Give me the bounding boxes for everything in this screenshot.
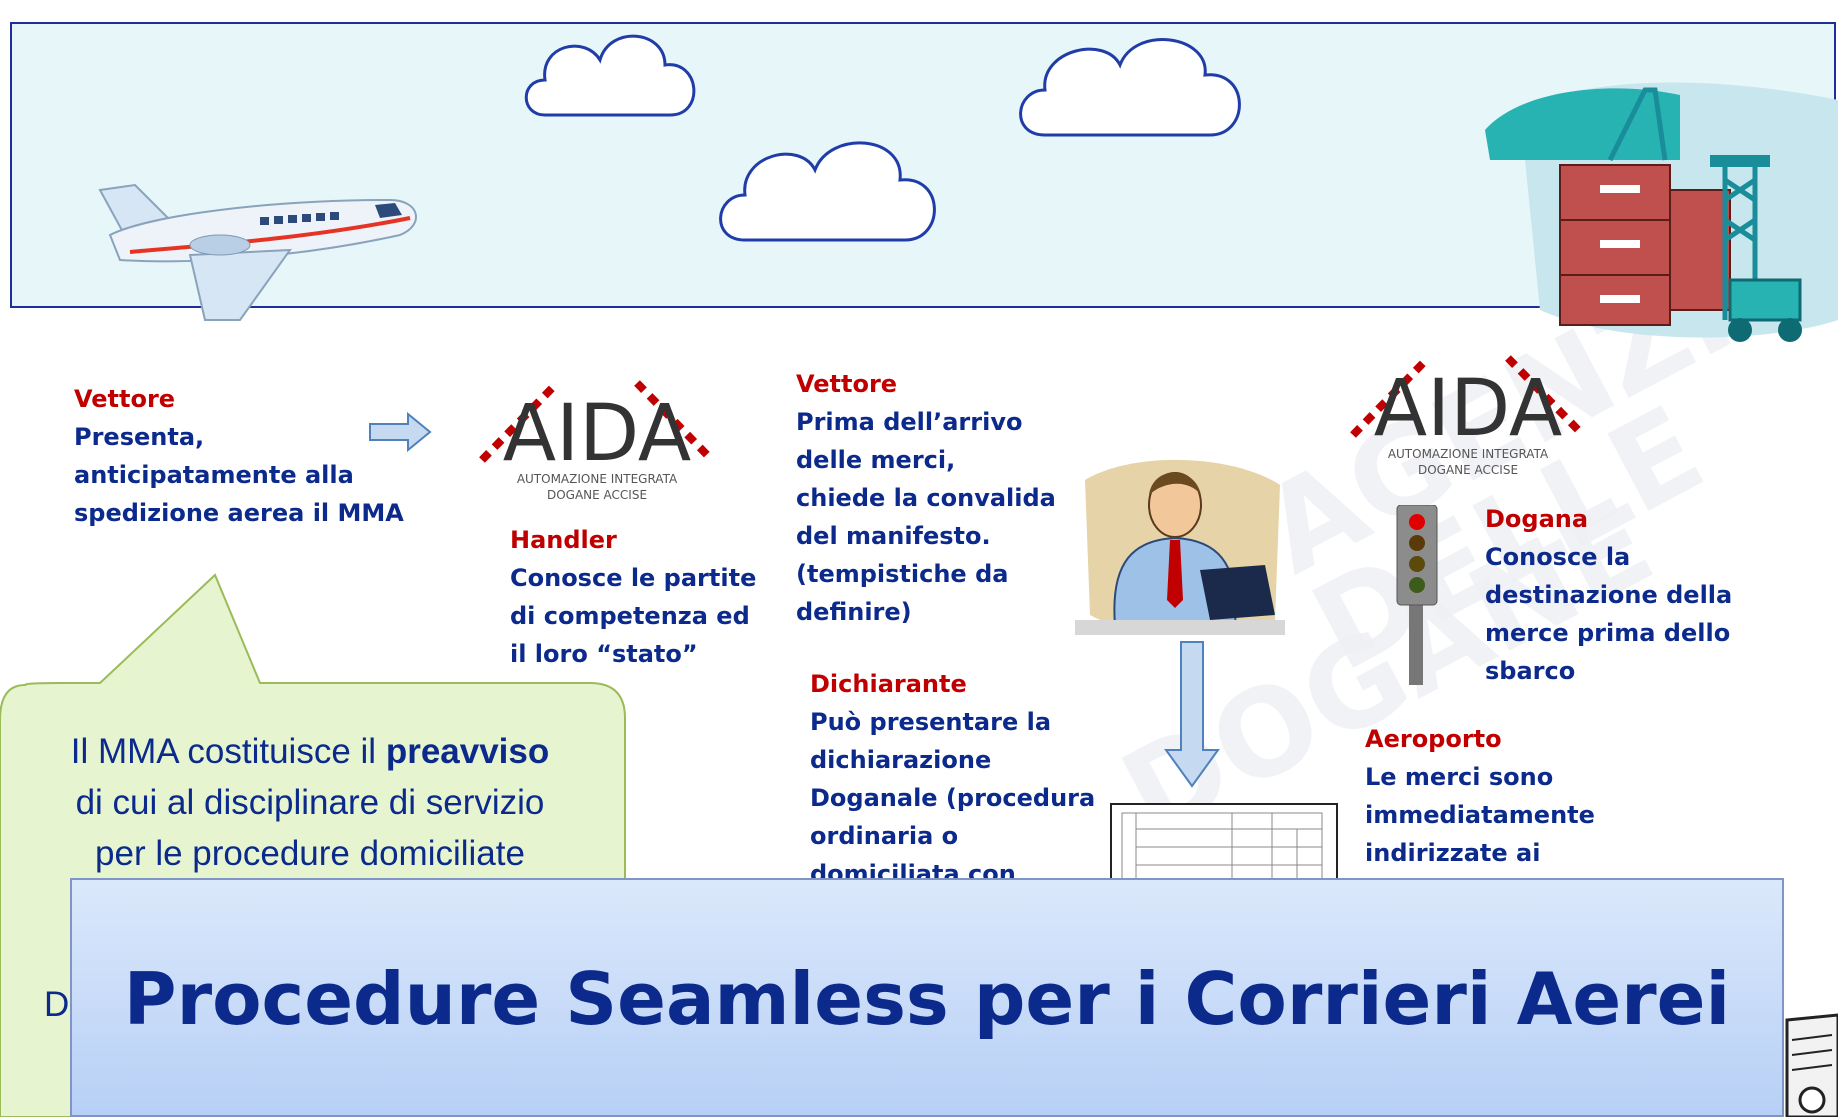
step5-line: Conosce la — [1485, 543, 1631, 571]
step5-line: sbarco — [1485, 657, 1576, 685]
cloud-icon — [524, 34, 696, 117]
step3-line: chiede la convalida — [796, 484, 1056, 512]
step6-line: Le merci sono — [1365, 763, 1554, 791]
step3-line: definire) — [796, 598, 912, 626]
step4-line: Doganale (procedura — [810, 784, 1096, 812]
step6-line: immediatamente — [1365, 801, 1595, 829]
aida-logo-line1: AUTOMAZIONE INTEGRATA — [516, 472, 678, 486]
callout-line3: per le procedure domiciliate — [95, 834, 525, 873]
cloud-icon — [1019, 38, 1241, 137]
step4-line: ordinaria o — [810, 822, 959, 850]
port-icon — [1485, 82, 1838, 342]
callout-partial: D — [44, 985, 70, 1024]
svg-text:AIDA: AIDA — [503, 389, 691, 475]
step1-line: Presenta, — [74, 423, 205, 451]
step2-text: Handler Conosce le partite di competenza… — [510, 521, 756, 673]
aida-logo-graphic: AIDA — [479, 380, 715, 479]
cloud-icon — [719, 141, 936, 242]
step2-line: il loro “stato” — [510, 640, 698, 668]
step5-line: merce prima dello — [1485, 619, 1731, 647]
step3-line: Prima dell’arrivo — [796, 408, 1023, 436]
arrow-right-icon — [369, 411, 432, 453]
step1-role: Vettore — [74, 385, 176, 413]
aida-logo: AIDA AUTOMAZIONE INTEGRATA DOGANE ACCISE — [1343, 350, 1593, 485]
aida-logo: AIDA AUTOMAZIONE INTEGRATA DOGANE ACCISE — [472, 375, 722, 510]
traffic-light-icon — [1396, 505, 1438, 685]
step1-text: Vettore Presenta, anticipatamente alla s… — [74, 380, 404, 532]
step4-line: Può presentare la — [810, 708, 1052, 736]
step5-text: Dogana Conosce la destinazione della mer… — [1485, 500, 1732, 690]
step4-text: Dichiarante Può presentare la dichiarazi… — [810, 665, 1095, 893]
airplane-icon — [98, 183, 417, 321]
svg-text:AIDA: AIDA — [1374, 364, 1562, 450]
step4-line: dichiarazione — [810, 746, 992, 774]
step3-line: del manifesto. — [796, 522, 991, 550]
aida-logo-line1: AUTOMAZIONE INTEGRATA — [1387, 447, 1549, 461]
aida-logo-line2: DOGANE ACCISE — [546, 488, 648, 502]
slide-title: Procedure Seamless per i Corrieri Aerei — [123, 957, 1731, 1041]
step5-line: destinazione della — [1485, 581, 1733, 609]
callout-bold: preavviso — [385, 732, 550, 771]
person-laptop-icon — [1075, 459, 1285, 635]
callout-line1: Il MMA costituisce il preavviso — [70, 732, 550, 771]
step6-role: Aeroporto — [1365, 725, 1502, 753]
callout-text: Il MMA costituisce il preavviso di cui a… — [30, 726, 590, 879]
title-bar: Procedure Seamless per i Corrieri Aerei — [70, 878, 1784, 1117]
aida-logo-graphic: AIDA — [1350, 355, 1586, 454]
step6-line: indirizzate ai — [1365, 839, 1541, 867]
step1-line: anticipatamente alla — [74, 461, 354, 489]
step3-text: Vettore Prima dell’arrivo delle merci, c… — [796, 365, 1056, 631]
step2-line: Conosce le partite — [510, 564, 757, 592]
step2-role: Handler — [510, 526, 617, 554]
step1-line: spedizione aerea il MMA — [74, 499, 404, 527]
step3-line: delle merci, — [796, 446, 956, 474]
step3-role: Vettore — [796, 370, 898, 398]
step4-role: Dichiarante — [810, 670, 967, 698]
callout-line2: di cui al disciplinare di servizio — [75, 783, 545, 822]
arrow-down-icon — [1164, 641, 1220, 788]
step3-line: (tempistiche da — [796, 560, 1009, 588]
step5-role: Dogana — [1485, 505, 1589, 533]
aida-logo-line2: DOGANE ACCISE — [1417, 463, 1519, 477]
truck-icon — [1785, 1013, 1838, 1117]
step6-text: Aeroporto Le merci sono immediatamente i… — [1365, 720, 1595, 872]
step2-line: di competenza ed — [510, 602, 750, 630]
